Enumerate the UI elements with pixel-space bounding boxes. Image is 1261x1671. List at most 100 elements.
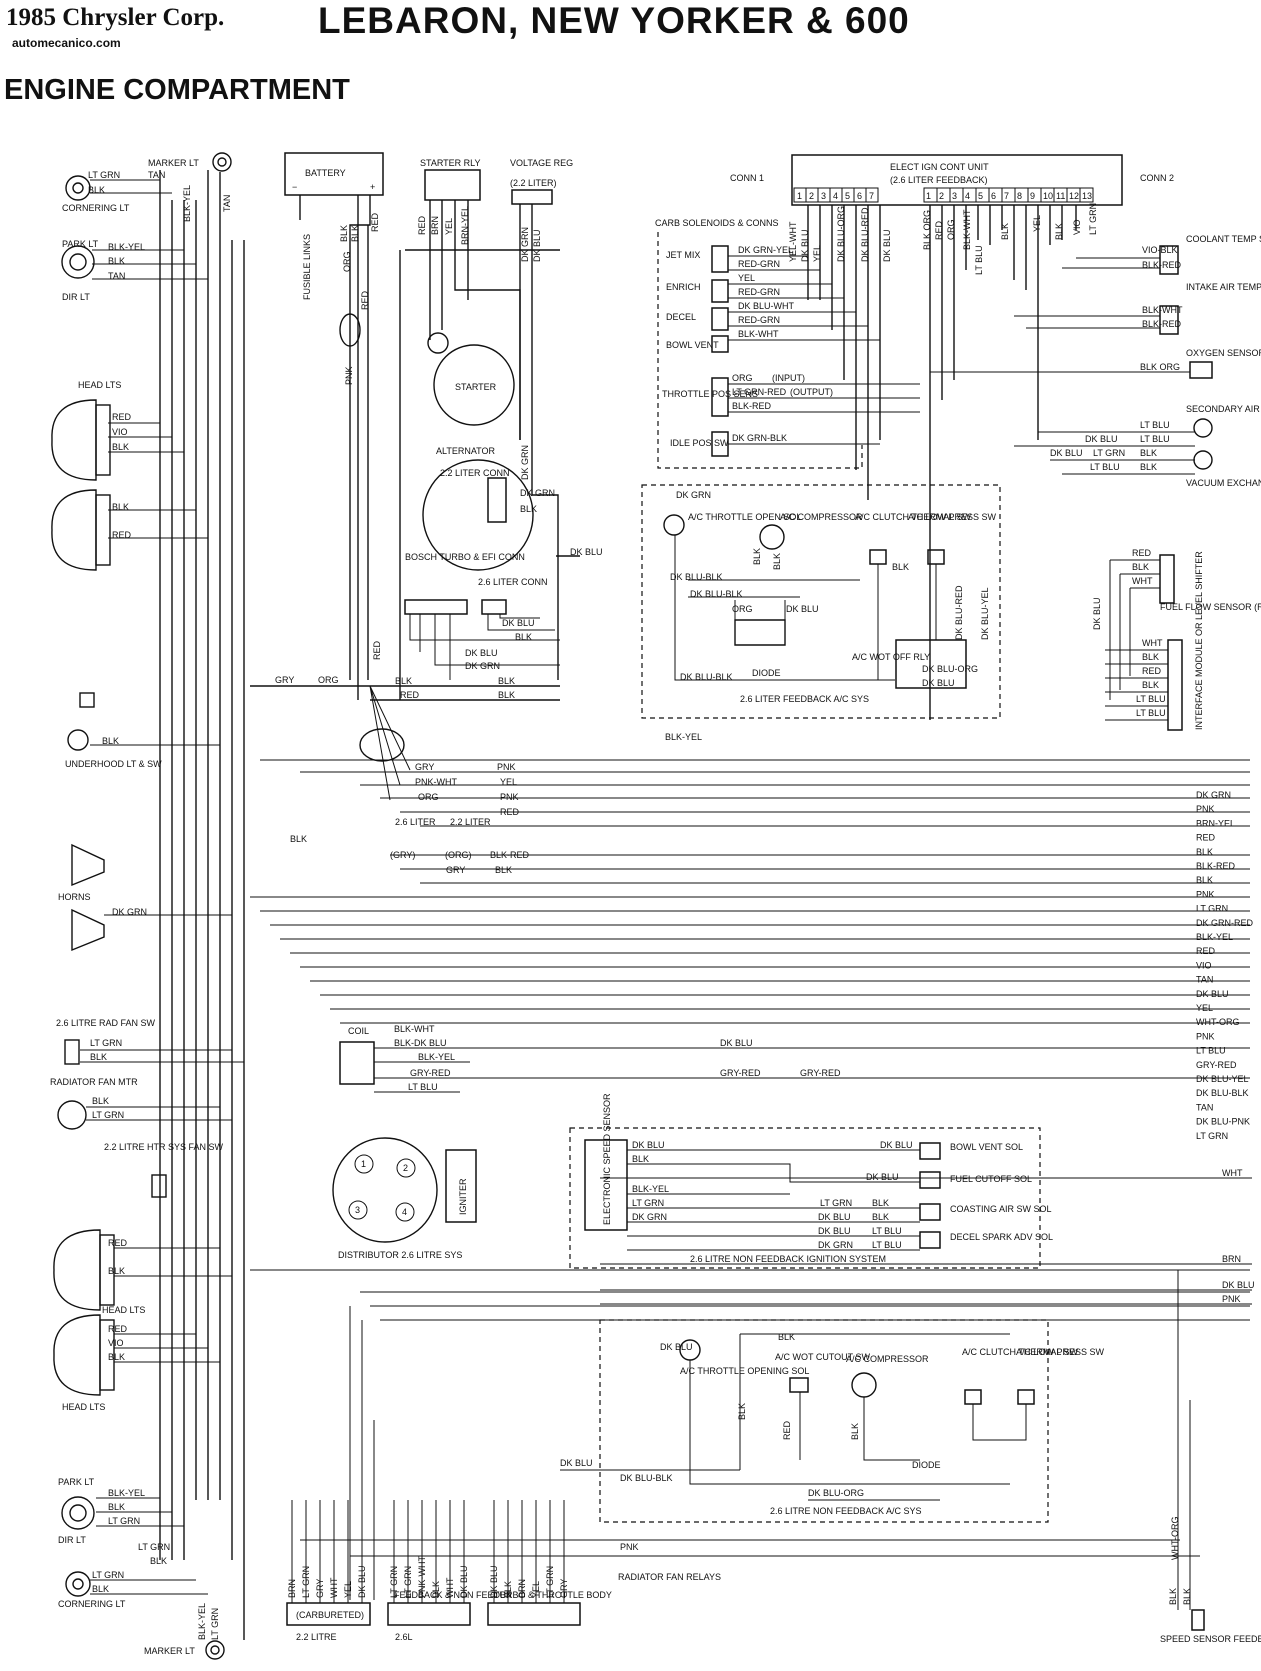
wire-label: YEL <box>500 777 517 787</box>
non-feedback-ignition: ELECTRONIC SPEED SENSOR DK BLU BLK BLK-Y… <box>569 1093 1053 1269</box>
wire-label: DK GRN <box>520 445 530 480</box>
right-bus-label: LT GRN <box>1196 1131 1228 1141</box>
starter-relay: STARTER RLY <box>420 158 481 201</box>
bottom-connector-wire-label: BRN <box>517 1579 527 1598</box>
wire-label: DK BLU <box>1050 448 1083 458</box>
wire-label: PNK <box>344 366 354 385</box>
park-lt-lower: PARK LT DIR LT BLK-YEL BLK LT GRN <box>58 1477 145 1545</box>
fuel-flow-label: FUEL FLOW SENSOR (REAR OF CARB) <box>1160 602 1261 612</box>
wire-label: BLK-WHT <box>962 209 972 250</box>
wire-label: RED <box>417 215 427 235</box>
head-lts-upper: HEAD LTS RED VIO BLK BLK RED <box>51 380 132 571</box>
wire-label: BLK <box>350 225 360 242</box>
wire-label: DK BLU-RED <box>860 207 870 262</box>
wire-label: RED <box>112 530 132 540</box>
dir-lt-label: DIR LT <box>62 292 90 302</box>
wire-label: PNK <box>500 792 519 802</box>
wire-label: BLK <box>290 834 307 844</box>
wire-label: RED <box>1142 666 1162 676</box>
bowl-vent-sol-label: BOWL VENT SOL <box>950 1142 1023 1152</box>
wire-label: LT GRN <box>1093 448 1125 458</box>
right-bus-label: RED <box>1196 833 1216 843</box>
wire-label: BLK <box>1132 562 1149 572</box>
speed-sensor-label: SPEED SENSOR FEEDBACK (IN SPEEDO CABLE) <box>1160 1634 1261 1644</box>
wire-label: TAN <box>148 170 165 180</box>
wire-label: DK BLU <box>880 1140 913 1150</box>
head-lts-lower-label2: HEAD LTS <box>62 1402 105 1412</box>
wire-label: BLK <box>772 553 782 570</box>
distributor-pin-number: 4 <box>402 1207 407 1217</box>
conn2-pin-number: 8 <box>1017 191 1022 201</box>
battery-starter-wires: BLK BLK RED ORG RED PNK RED BRN YEL BRN-… <box>299 195 560 700</box>
right-bus-lower-label: WHT <box>1222 1168 1243 1178</box>
conn1-pin-number: 2 <box>809 191 814 201</box>
wire-label: DK BLU <box>882 229 892 262</box>
wire-label: BLK <box>108 256 125 266</box>
wire-label: LT BLU <box>974 245 984 275</box>
wire-label: PNK <box>620 1542 639 1552</box>
conn1-pin-number: 4 <box>833 191 838 201</box>
wire-label: DK BLU-ORG <box>808 1488 864 1498</box>
coasting-air-label: COASTING AIR SW SOL <box>950 1204 1052 1214</box>
wire-label: DK GRN-BLK <box>732 433 787 443</box>
right-bus-label: DK GRN <box>1196 790 1231 800</box>
wire-label: DK BLU-BLK <box>680 672 733 682</box>
bottom-connector-wire-label: YEL <box>343 1581 353 1598</box>
non-feedback-ign-label: 2.6 LITRE NON FEEDBACK IGNITION SYSTEM <box>690 1254 886 1264</box>
conn2-pin-number: 9 <box>1030 191 1035 201</box>
underhood-label: UNDERHOOD LT & SW <box>65 759 162 769</box>
wire-label: LT GRN <box>92 1110 124 1120</box>
feedback-ac-sys: A/C THROTTLE OPEN SOL DK GRN A/C COMPRES… <box>641 484 1001 742</box>
bowl-vent-label: BOWL VENT <box>666 340 719 350</box>
bottom-connector-wire-label: YEL <box>531 1581 541 1598</box>
conn2-pin-number: 13 <box>1082 191 1092 201</box>
bottom-connector-wire-label: BLK <box>431 1581 441 1598</box>
feedback-ac-label: 2.6 LITER FEEDBACK A/C SYS <box>740 694 869 704</box>
vacuum-exchange-label: VACUUM EXCHANGE SOL <box>1186 478 1261 488</box>
wire-label: DK GRN <box>520 488 555 498</box>
wire-label: BRN-YEL <box>460 206 470 245</box>
wire-label: BLK <box>872 1198 889 1208</box>
wire-label: LT BLU <box>872 1240 902 1250</box>
voltage-reg: VOLTAGE REG (2.2 LITER) <box>510 158 573 205</box>
bottom-connector-wire-label: GRY <box>315 1579 325 1598</box>
wire-label: BLK <box>108 1352 125 1362</box>
carb-solenoids-label: CARB SOLENOIDS & CONNS <box>655 218 779 228</box>
alt-22-conn-label: 2.2 LITER CONN <box>440 468 510 478</box>
wire-label: BLK-WHT <box>1142 305 1183 315</box>
conn2-pin-number: 11 <box>1056 191 1065 201</box>
wire-label: DK BLU <box>502 618 535 628</box>
head-lts-lower: HEAD LTS HEAD LTS RED BLK RED VIO BLK <box>53 1229 145 1412</box>
idle-pos-label: IDLE POS SW <box>670 438 729 448</box>
right-bus-label: DK BLU-YEL <box>1196 1074 1249 1084</box>
carb-solenoids: CARB SOLENOIDS & CONNS JET MIX ENRICH DE… <box>655 218 920 469</box>
wire-label: YEL <box>444 218 454 235</box>
liter-22-label: 2.2 LITER <box>450 817 491 827</box>
wire-label: BLK <box>872 1212 889 1222</box>
bottom-connector-wire-label: LT GRN <box>403 1566 413 1598</box>
wire-label: PNK-WHT <box>415 777 457 787</box>
wire-label: DK BLU <box>632 1140 665 1150</box>
feedback-non-label: FEEDBACK & NON FEEDBK <box>394 1590 512 1600</box>
wire-label: BLK <box>515 632 532 642</box>
wire-label: DK BLU-BLK <box>620 1473 673 1483</box>
wire-label: DK BLU-BLK <box>690 589 743 599</box>
wire-label: LT GRN <box>138 1542 170 1552</box>
wire-label: YEL <box>738 273 755 283</box>
wire-label: GRY <box>446 865 465 875</box>
wire-label: DK GRN <box>676 490 711 500</box>
ac-wot-cutout-label: A/C WOT CUTOUT SW <box>775 1352 871 1362</box>
conn1-pin-number: 3 <box>821 191 826 201</box>
wire-label: BLK <box>495 865 512 875</box>
right-bus-label: BLK <box>1196 847 1213 857</box>
non-feedback-ac-label: 2.6 LITRE NON FEEDBACK A/C SYS <box>770 1506 922 1516</box>
right-bus-label: RED <box>1196 946 1216 956</box>
ac-throttle-opening-label: A/C THROTTLE OPENING SOL <box>680 1366 809 1376</box>
wire-label: BLK <box>1054 223 1064 240</box>
conn1-pin-number: 1 <box>797 191 802 201</box>
fusible-links: FUSIBLE LINKS <box>302 234 361 347</box>
